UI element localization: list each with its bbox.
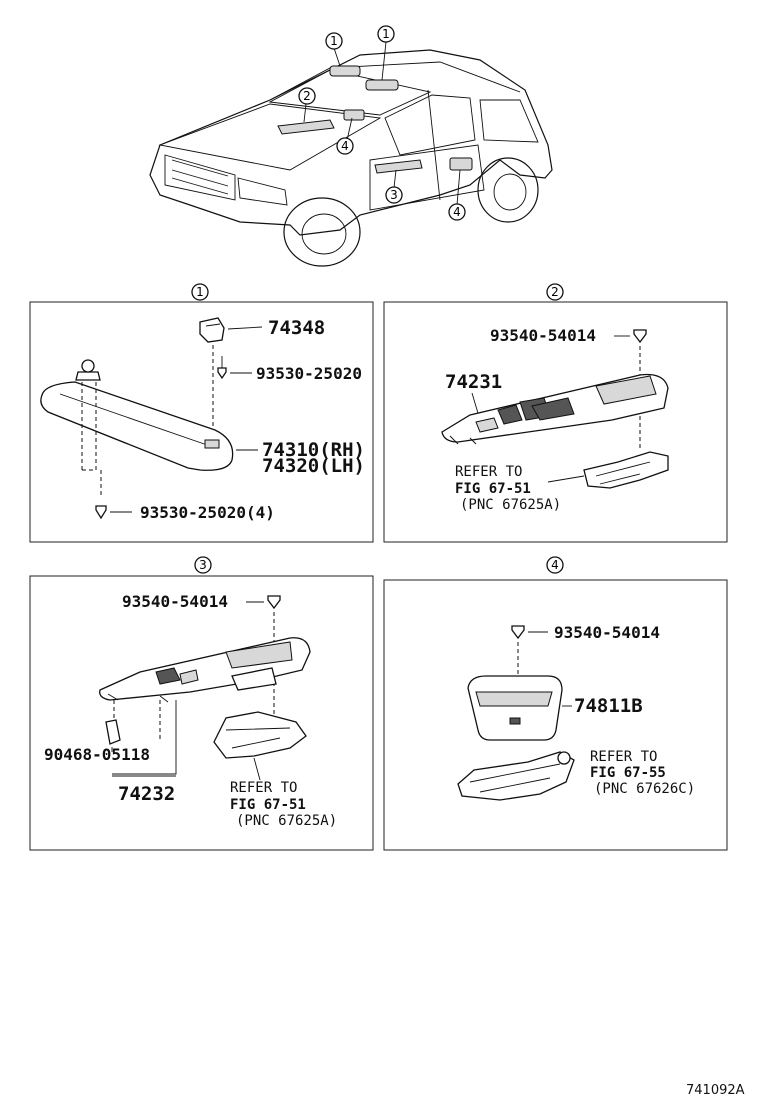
refer-line1-2: REFER TO: [455, 464, 522, 480]
overview-callout: 3: [390, 188, 398, 202]
section-1-frame: [29, 301, 374, 543]
figure-code: 741092A: [686, 1083, 745, 1098]
section-4-marker: 4: [551, 558, 559, 572]
section-3-marker: 3: [199, 558, 207, 572]
visor-screw: [95, 505, 107, 520]
panel-74811b: [467, 675, 563, 741]
section-4-frame: [383, 579, 728, 851]
section-2-frame: [383, 301, 728, 543]
switch-base-4: [457, 751, 575, 801]
part-number-screw-3: 93540-54014: [122, 592, 228, 611]
sun-visor: [40, 381, 234, 471]
part-number-panel-4: 74811B: [574, 695, 643, 717]
switch-base-2: [583, 451, 669, 489]
part-number-visor-lh: 74320(LH): [262, 455, 365, 477]
section-1-marker: 1: [196, 285, 204, 299]
section-4: 4 93540-54014 74811B REFER TO FIG 67-55 …: [383, 556, 728, 851]
part-number-clip-3: 90468-05118: [44, 745, 150, 764]
screw-4: [511, 625, 525, 640]
part-number-holder-screw: 93530-25020: [256, 364, 362, 383]
screw-3: [267, 595, 281, 610]
refer-line1-3: REFER TO: [230, 780, 297, 796]
refer-line2-2: FIG 67-51: [455, 481, 531, 497]
section-3: 3 93540-54014 90468-05118 74232 REFER TO…: [29, 556, 374, 851]
part-number-panel-2: 74231: [445, 371, 502, 393]
part-number-screw-2: 93540-54014: [490, 326, 596, 345]
refer-line2-3: FIG 67-51: [230, 797, 306, 813]
screw-2: [633, 329, 647, 344]
switch-base-3: [213, 711, 307, 759]
refer-line1-4: REFER TO: [590, 749, 657, 765]
overview-callout: 4: [341, 139, 349, 153]
part-number-holder: 74348: [268, 317, 325, 339]
overview-callout: 4: [453, 205, 461, 219]
part-number-visor-rh: 74310(RH): [262, 439, 365, 461]
overview-callout: 1: [382, 27, 390, 41]
part-number-screw-4: 93540-54014: [554, 623, 660, 642]
refer-line3-3: (PNC 67625A): [236, 813, 337, 829]
section-1: 1 74348 93530-25020 74310(RH) 74320(LH) …: [29, 283, 374, 543]
overview-callout: 1: [330, 34, 338, 48]
clip-3: [105, 719, 121, 745]
section-2: 2 93540-54014 74231 REFER TO FIG 67-51 (…: [383, 283, 728, 543]
section-2-marker: 2: [551, 285, 559, 299]
holder-screw: [217, 367, 227, 380]
vehicle-overview: 1 1 2 4 3 4: [149, 25, 553, 267]
visor-holder: [199, 317, 225, 343]
refer-line2-4: FIG 67-55: [590, 765, 666, 781]
part-number-visor-screw: 93530-25020(4): [140, 503, 275, 522]
refer-line3-4: (PNC 67626C): [594, 781, 695, 797]
overview-callout: 2: [303, 89, 311, 103]
part-number-panel-3: 74232: [118, 783, 175, 805]
section-3-frame: [29, 575, 374, 851]
refer-line3-2: (PNC 67625A): [460, 497, 561, 513]
